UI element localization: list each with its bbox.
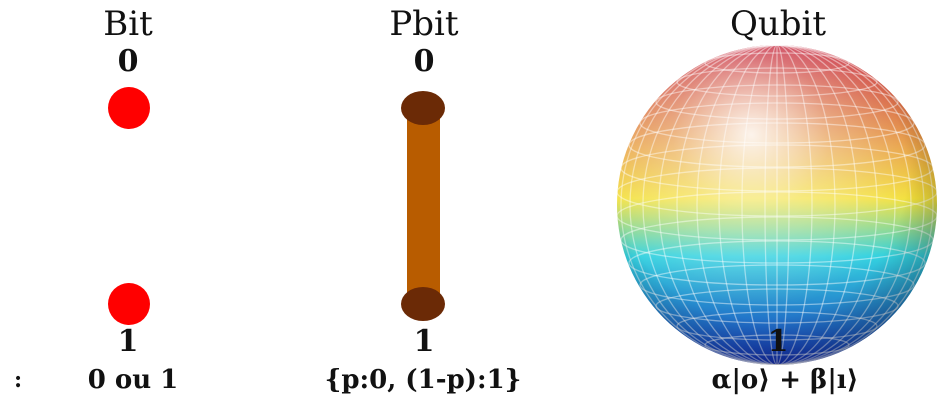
bit-title: Bit [103, 4, 153, 44]
bit-top-label: 0 [117, 44, 139, 79]
bit-dot-zero [108, 87, 150, 129]
pbit-bottom-label: 1 [413, 324, 435, 359]
bit-formula: 0 ou 1 [87, 365, 179, 395]
pbit-bar [407, 108, 440, 304]
pbit-top-label: 0 [413, 44, 435, 79]
bit-bottom-label: 1 [117, 324, 139, 359]
qubit-title: Qubit [729, 4, 827, 44]
left-edge-mark: : [14, 367, 23, 393]
pbit-end-one [401, 287, 445, 321]
bloch-sphere [617, 45, 937, 365]
qubit-formula: α|ο⟩ + β|ı⟩ [711, 365, 859, 395]
pbit-title: Pbit [389, 4, 459, 44]
qubit-bottom-label: 1 [767, 324, 789, 359]
pbit-end-zero [401, 91, 445, 125]
pbit-formula: {p:0, (1-p):1} [324, 365, 522, 395]
bit-dot-one [108, 283, 150, 325]
